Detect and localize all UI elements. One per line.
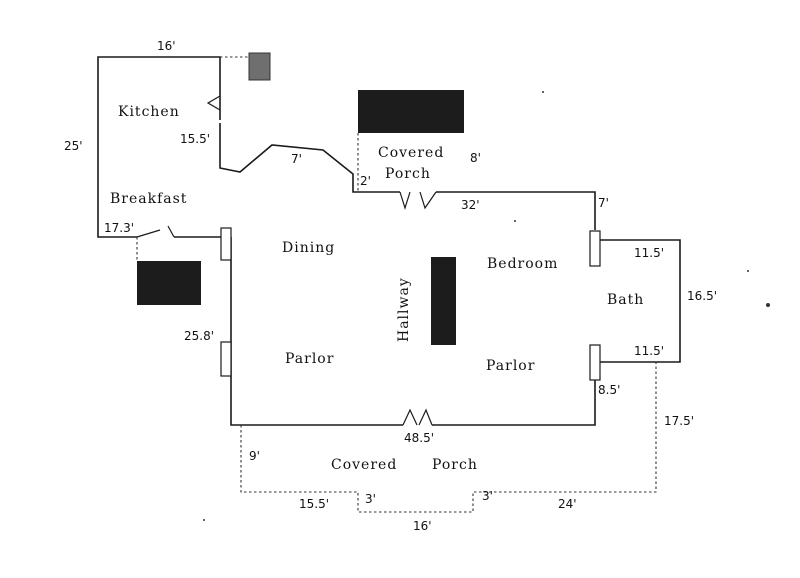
room-covered-porch-bottom-line2: Porch [432, 457, 478, 473]
top-porch-fireplace [358, 90, 464, 133]
dim-breakfast-width: 17.3' [104, 221, 134, 235]
dim-porch-bottom-left: 15.5' [299, 497, 329, 511]
dim-main-top: 32' [461, 198, 480, 212]
dim-kitchen-inner: 15.5' [180, 132, 210, 146]
dim-right-step: 7' [598, 196, 609, 210]
breakfast-chimney [137, 261, 201, 305]
dim-porch-left: 9' [249, 449, 260, 463]
dim-porch-depth: 8' [470, 151, 481, 165]
main-bottom-wall [230, 237, 403, 426]
bottom-porch-outline [240, 362, 657, 513]
room-breakfast: Breakfast [110, 191, 187, 207]
kitchen-wall [97, 56, 221, 238]
bath-wall [595, 239, 681, 363]
room-dining: Dining [282, 240, 335, 256]
room-covered-porch-bottom-line1: Covered [331, 457, 397, 473]
dim-diag-wall: 7' [291, 152, 302, 166]
room-bath: Bath [607, 292, 644, 308]
room-kitchen: Kitchen [118, 104, 180, 120]
scan-speck [766, 303, 770, 307]
kitchen-inner-wall [219, 123, 400, 193]
dim-bath-side: 16.5' [687, 289, 717, 303]
dim-main-bottom: 48.5' [404, 431, 434, 445]
room-covered-porch-top-line1: Covered [378, 145, 444, 161]
scan-speck [542, 91, 544, 93]
scan-speck [514, 220, 516, 222]
scan-speck [203, 519, 205, 521]
dim-bath-bottom: 11.5' [634, 344, 664, 358]
dim-porch-step-right: 3' [482, 489, 493, 503]
room-covered-porch-top-line2: Porch [385, 166, 431, 182]
front-double-door-top [399, 191, 437, 211]
window-dining [220, 227, 232, 261]
main-right-lower-wall [432, 372, 596, 426]
room-hallway: Hallway [396, 277, 412, 342]
breakfast-door [136, 225, 175, 238]
dim-right-lower: 8.5' [598, 383, 620, 397]
dim-porch-bottom-right: 24' [558, 497, 577, 511]
kitchen-chimney [248, 52, 271, 81]
window-parlor-right [589, 344, 601, 381]
main-top-wall [436, 191, 596, 230]
room-parlor-left: Parlor [285, 351, 334, 367]
room-bedroom: Bedroom [487, 256, 558, 272]
scan-speck [747, 270, 749, 272]
hallway-chimney [431, 257, 456, 345]
dim-porch-right: 17.5' [664, 414, 694, 428]
window-bedroom [589, 230, 601, 267]
dim-bath-top: 11.5' [634, 246, 664, 260]
window-parlor-left [220, 341, 232, 377]
dim-short-wall: 2' [360, 174, 371, 188]
dim-kitchen-top: 16' [157, 39, 176, 53]
kitchen-door [206, 95, 221, 111]
room-parlor-right: Parlor [486, 358, 535, 374]
dim-porch-center: 16' [413, 519, 432, 533]
front-double-door-bottom [402, 408, 433, 426]
dim-porch-step-left: 3' [365, 492, 376, 506]
dim-kitchen-side: 25' [64, 139, 83, 153]
dim-left-side: 25.8' [184, 329, 214, 343]
